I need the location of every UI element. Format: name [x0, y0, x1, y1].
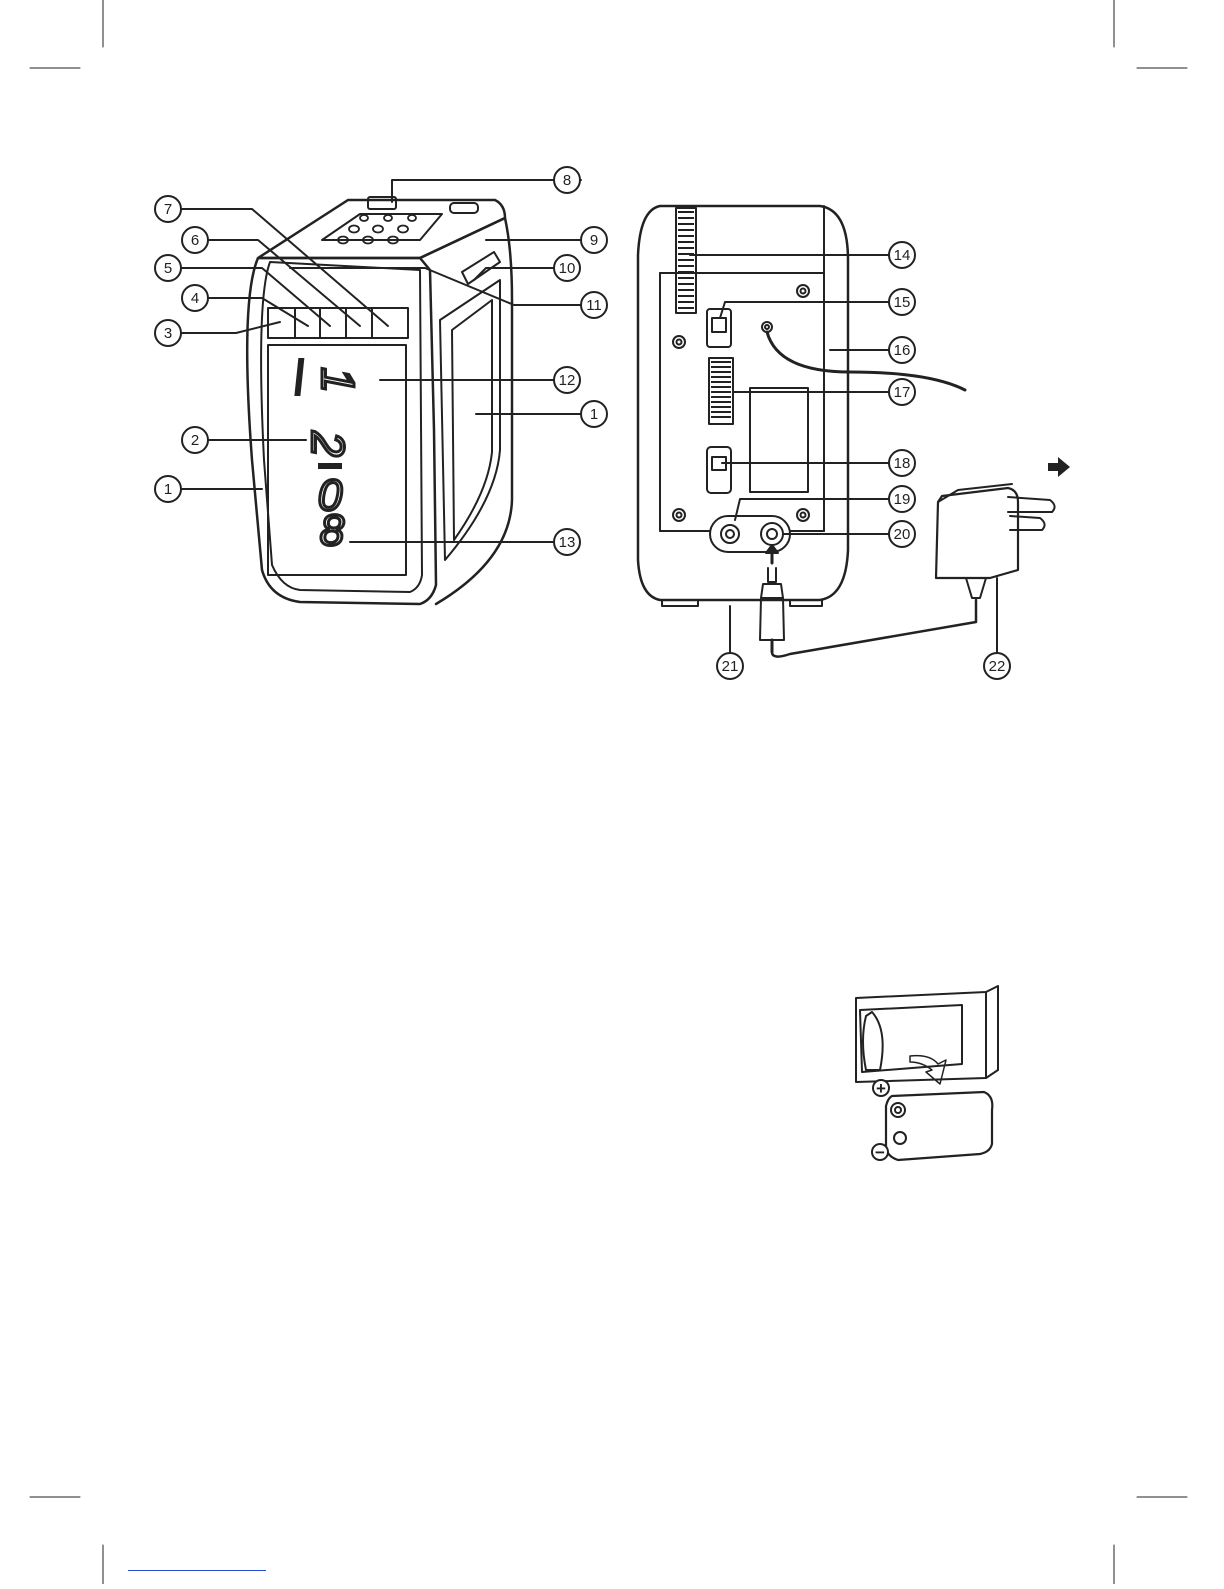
svg-text:10: 10: [559, 260, 576, 277]
battery-icon: [886, 1092, 992, 1160]
svg-text:7: 7: [164, 201, 172, 218]
svg-text:2: 2: [191, 432, 199, 449]
svg-text:19: 19: [894, 491, 911, 508]
svg-text:15: 15: [894, 294, 911, 311]
svg-text:1: 1: [164, 481, 172, 498]
polarity-plus: +: [876, 1079, 886, 1098]
callout-1-side: 1: [581, 401, 607, 427]
svg-text:22: 22: [989, 658, 1006, 675]
callout-18: 18: [889, 450, 915, 476]
plug-adapter-icon: [936, 484, 1055, 598]
svg-text:3: 3: [164, 325, 172, 342]
callout-16: 16: [889, 337, 915, 363]
callout-8: 8: [554, 167, 580, 193]
callout-13: 13: [554, 529, 580, 555]
footer-link-rule: [128, 1570, 266, 1571]
volume-wheel-ribs: [711, 362, 731, 417]
callout-3: 3: [155, 320, 181, 346]
svg-text:13: 13: [559, 534, 576, 551]
display-digit-1: 1: [312, 367, 364, 393]
svg-text:18: 18: [894, 455, 911, 472]
svg-text:9: 9: [590, 232, 598, 249]
callout-14: 14: [889, 242, 915, 268]
callout-15: 15: [889, 289, 915, 315]
callout-5: 5: [155, 255, 181, 281]
svg-text:21: 21: [722, 658, 739, 675]
callout-11: 11: [581, 292, 607, 318]
svg-text:14: 14: [894, 247, 911, 264]
display-digit-2: 2: [302, 430, 354, 457]
svg-text:20: 20: [894, 526, 911, 543]
callout-1-front: 1: [155, 476, 181, 502]
back-leaders: [690, 255, 997, 652]
callout-2: 2: [182, 427, 208, 453]
arrow-right-icon: [1048, 457, 1070, 477]
callout-7: 7: [155, 196, 181, 222]
battery-illustration: [856, 986, 998, 1084]
svg-text:8: 8: [563, 172, 571, 189]
plug-in-arrow-icon: [766, 545, 778, 553]
svg-text:6: 6: [191, 232, 199, 249]
callout-17: 17: [889, 379, 915, 405]
svg-text:17: 17: [894, 384, 911, 401]
callout-21: 21: [717, 653, 743, 679]
callout-19: 19: [889, 486, 915, 512]
svg-text:12: 12: [559, 372, 576, 389]
svg-text:1: 1: [590, 406, 598, 423]
callout-22: 22: [984, 653, 1010, 679]
callout-20: 20: [889, 521, 915, 547]
back-view: [638, 206, 976, 657]
tuning-wheel-ribs: [678, 212, 694, 308]
svg-text:16: 16: [894, 342, 911, 359]
callout-12: 12: [554, 367, 580, 393]
callout-6: 6: [182, 227, 208, 253]
callout-9: 9: [581, 227, 607, 253]
display-digit-4: 8: [320, 506, 345, 555]
callout-10: 10: [554, 255, 580, 281]
display-digits: 1 2 0 8: [302, 367, 364, 555]
callout-4: 4: [182, 285, 208, 311]
front-leaders: [182, 180, 581, 542]
svg-text:5: 5: [164, 260, 172, 277]
svg-text:4: 4: [191, 290, 199, 307]
callout-labels: 8 7 6 5 4 3 2 1 9 10 11 12 1 13 14 15 16…: [155, 167, 1010, 679]
polarity-minus: −: [875, 1143, 885, 1162]
svg-text:11: 11: [586, 297, 602, 314]
